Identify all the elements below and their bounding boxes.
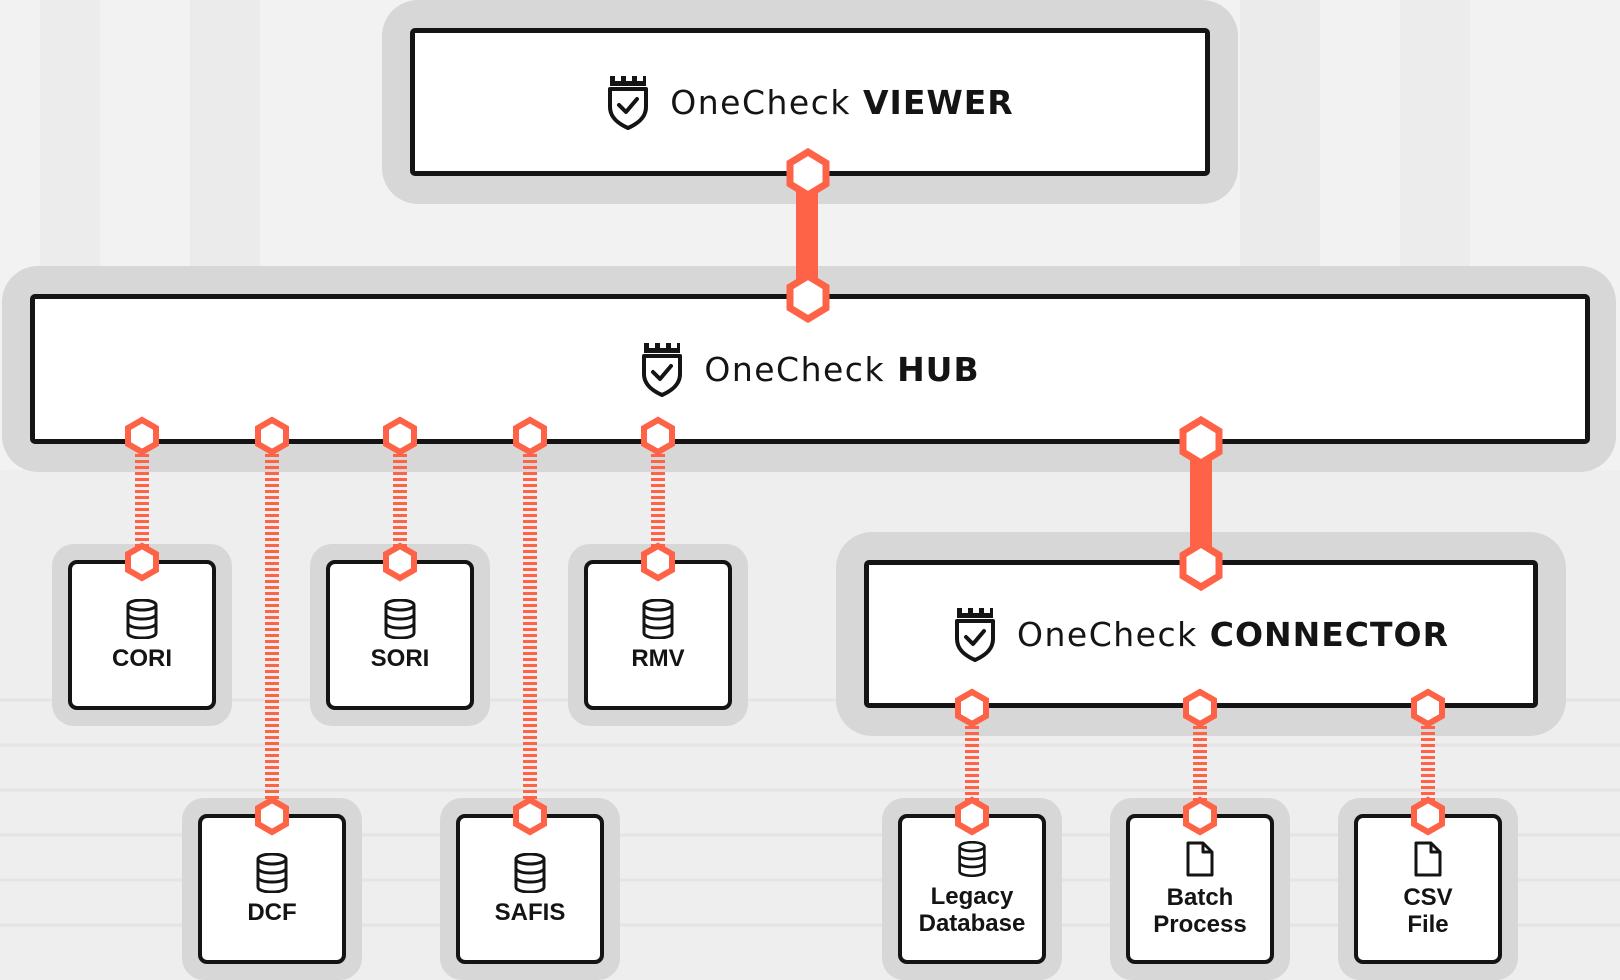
connector-name-text: CONNECTOR	[1209, 614, 1449, 654]
legacy-database-label: Legacy Database	[919, 883, 1026, 937]
connector-brand: OneCheck CONNECTOR	[953, 606, 1449, 662]
database-icon	[256, 852, 288, 893]
connector-title: OneCheck CONNECTOR	[1017, 615, 1449, 654]
shield-check-icon	[642, 343, 683, 397]
hub-title: OneCheck HUB	[704, 350, 979, 389]
legacy-database-line2: Database	[918, 910, 1026, 937]
sori-node[interactable]: SORI	[326, 560, 474, 710]
database-icon	[642, 598, 674, 639]
safis-label: SAFIS	[494, 898, 566, 926]
sori-label: SORI	[370, 644, 430, 672]
rmv-label: RMV	[631, 644, 685, 672]
shield-check-icon	[608, 76, 649, 130]
file-icon	[1186, 841, 1214, 877]
shield-check-icon	[955, 608, 996, 662]
connector-brand-text: OneCheck	[1017, 614, 1198, 654]
csv-file-node[interactable]: CSV File	[1354, 814, 1502, 964]
hub-box[interactable]: OneCheck HUB	[30, 294, 1590, 444]
database-icon	[126, 598, 158, 639]
safis-node[interactable]: SAFIS	[456, 814, 604, 964]
hub-name-text: HUB	[897, 349, 980, 389]
database-icon	[514, 852, 546, 893]
dcf-label: DCF	[247, 898, 297, 926]
viewer-brand: OneCheck VIEWER	[606, 74, 1013, 130]
file-icon	[1414, 841, 1442, 877]
batch-process-node[interactable]: Batch Process	[1126, 814, 1274, 964]
rmv-node[interactable]: RMV	[584, 560, 732, 710]
hub-brand-text: OneCheck	[704, 349, 886, 389]
batch-process-label: Batch Process	[1153, 884, 1246, 938]
hub-brand: OneCheck HUB	[640, 341, 979, 397]
legacy-database-node[interactable]: Legacy Database	[898, 814, 1046, 964]
batch-process-line2: Process	[1153, 911, 1247, 938]
csv-file-line2: File	[1407, 911, 1449, 938]
cori-node[interactable]: CORI	[68, 560, 216, 710]
connector-box[interactable]: OneCheck CONNECTOR	[864, 560, 1538, 708]
viewer-brand-text: OneCheck	[670, 82, 851, 122]
csv-file-line1: CSV	[1403, 884, 1453, 911]
batch-process-line1: Batch	[1166, 884, 1234, 911]
csv-file-label: CSV File	[1403, 884, 1452, 938]
database-icon	[384, 598, 416, 639]
cori-label: CORI	[112, 644, 172, 672]
database-icon	[958, 841, 986, 877]
viewer-name-text: VIEWER	[863, 82, 1014, 122]
viewer-title: OneCheck VIEWER	[670, 83, 1013, 122]
dcf-node[interactable]: DCF	[198, 814, 346, 964]
viewer-box[interactable]: OneCheck VIEWER	[410, 28, 1210, 176]
legacy-database-line1: Legacy	[930, 883, 1014, 910]
